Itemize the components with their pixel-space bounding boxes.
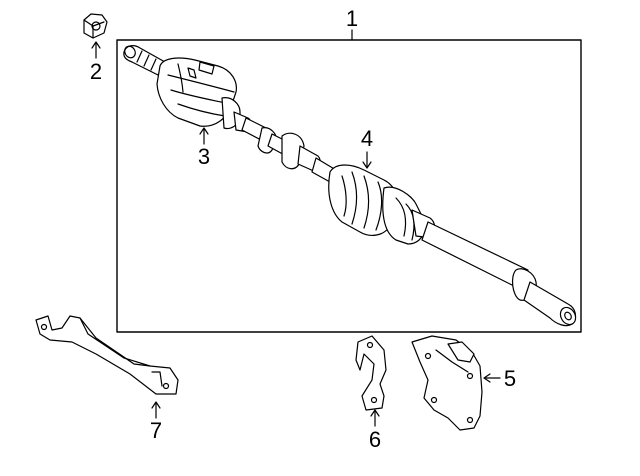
callout-5-label: 5 [503,366,517,391]
callout-3-label: 3 [197,144,211,169]
plate-part-6 [355,335,387,411]
callout-6-arrow [370,409,380,427]
callout-6-label: 6 [368,427,382,452]
hex-nut-part [83,13,108,39]
callout-5-arrow [483,373,501,383]
callout-1-label: 1 [345,6,359,31]
bracket-part-5 [411,335,483,431]
callout-2-label: 2 [89,59,103,84]
bracket-part-7 [35,315,179,395]
callout-7-arrow [151,401,161,419]
assembly-frame [116,39,582,333]
callout-7-label: 7 [149,418,163,443]
callout-2-arrow [91,41,101,59]
callout-4-label: 4 [360,126,374,151]
callout-4-arrow [362,151,372,169]
callout-3-arrow [199,127,209,145]
axle-shaft [123,45,577,327]
